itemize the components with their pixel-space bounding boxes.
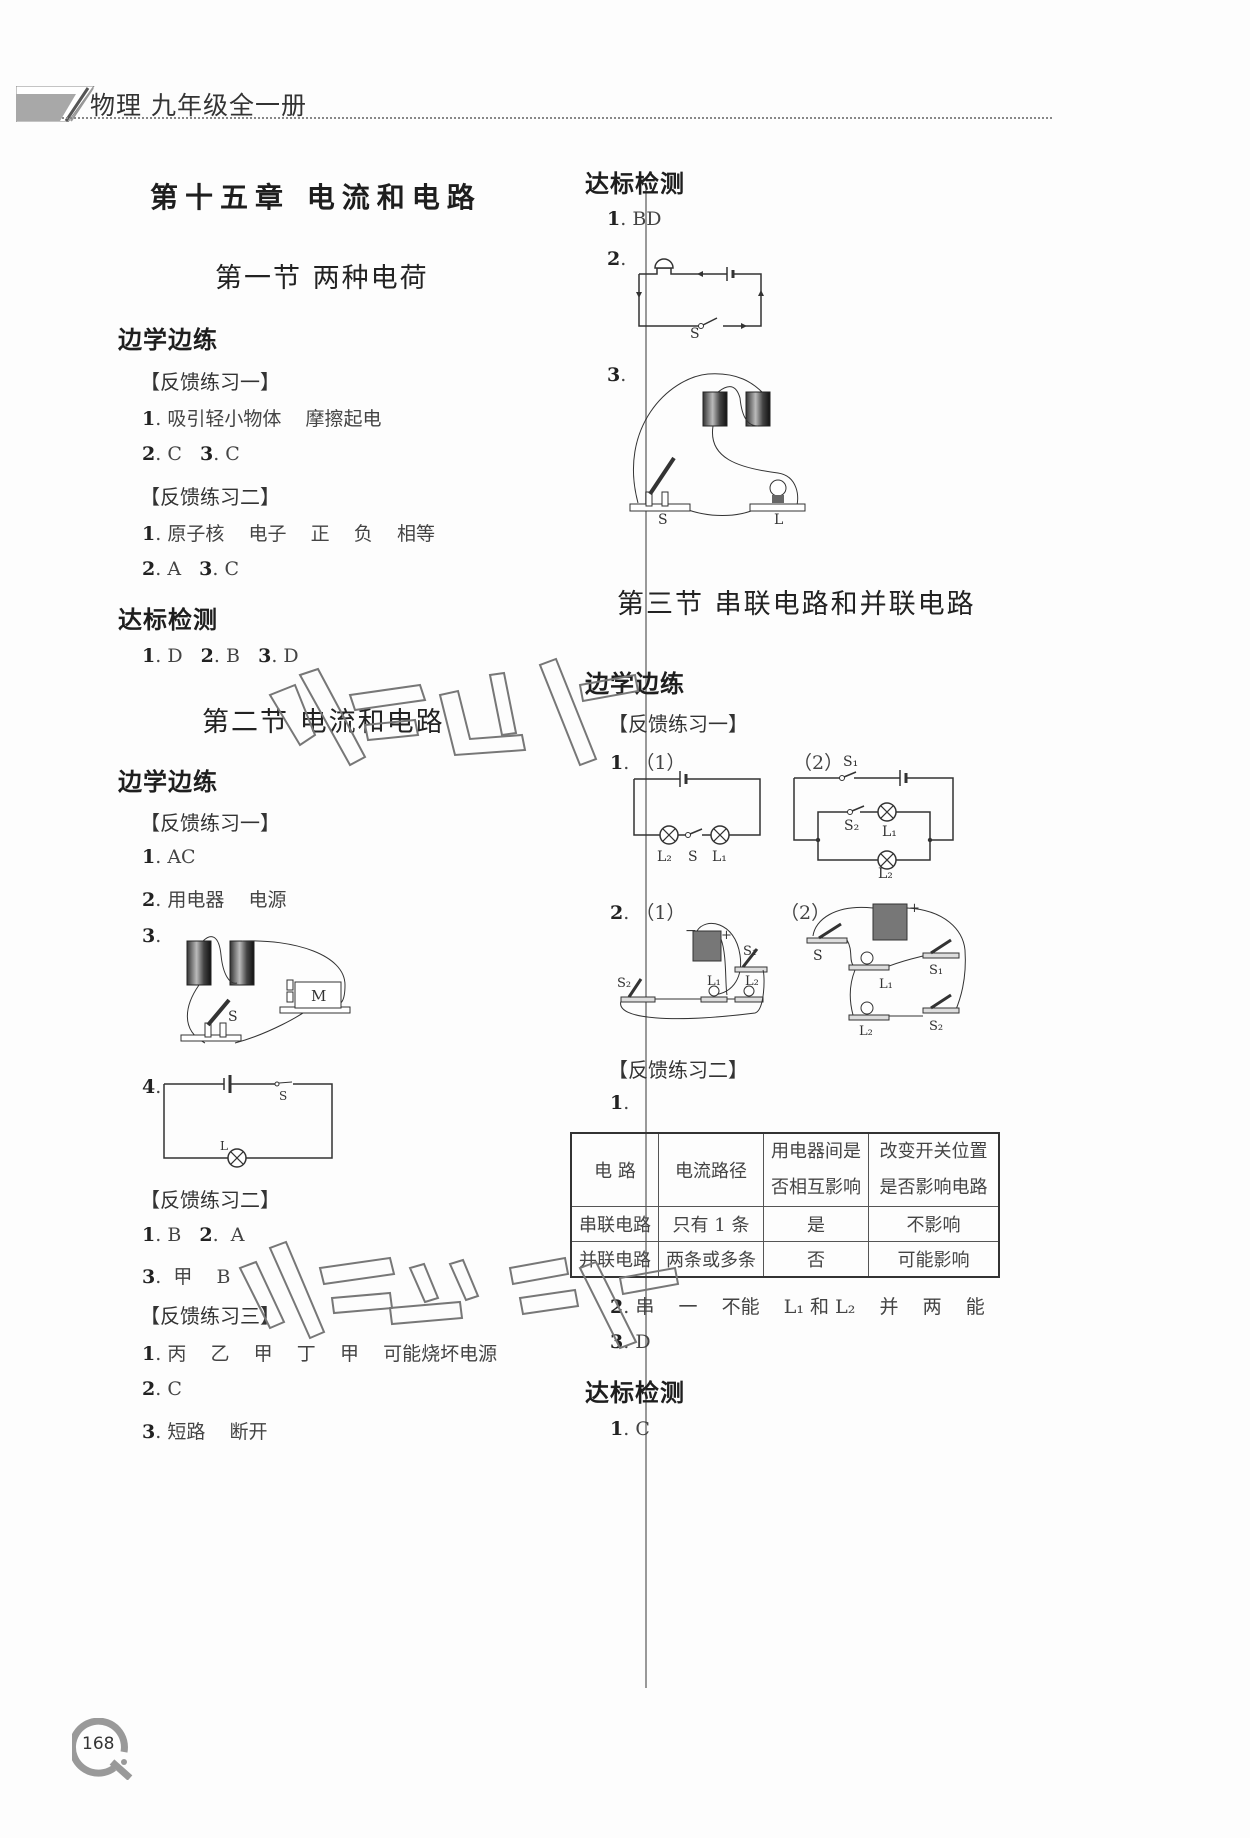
svg-text:S: S: [279, 1089, 287, 1103]
table-header-row: 电 路 电流路径 用电器间是否相互影响 改变开关位置是否影响电路: [570, 1132, 1000, 1207]
svg-text:M: M: [311, 987, 326, 1005]
svg-text:S: S: [228, 1009, 238, 1025]
table-header-cell: 用电器间是否相互影响: [763, 1132, 869, 1207]
header-title: 物理 九年级全一册: [90, 91, 307, 120]
answer-line: 1.: [610, 1092, 630, 1114]
answer-line: 3. 甲 B: [142, 1266, 231, 1288]
table-header-cell: 电 路: [570, 1132, 659, 1207]
svg-text:S₂: S₂: [844, 818, 859, 834]
physical-circuit-lamp: S L: [628, 368, 808, 528]
svg-text:L₂: L₂: [859, 1024, 873, 1039]
svg-text:+: +: [721, 928, 732, 943]
svg-text:S₂: S₂: [929, 1019, 943, 1034]
answer-line: 1. BD: [607, 208, 662, 230]
parallel-circuit-diagram: S₁ S₂ L₁ L₂: [790, 748, 960, 882]
header-rule: [62, 117, 1052, 119]
answer-line: 3.: [607, 364, 627, 386]
answer-line: 1. D 2. B 3. D: [142, 645, 299, 667]
header-emblem: [15, 85, 96, 123]
svg-text:S₁: S₁: [743, 944, 757, 959]
table-header-cell: 改变开关位置是否影响电路: [868, 1132, 1000, 1207]
svg-text:−: −: [685, 923, 697, 939]
answer-line: 1. 丙 乙 甲 丁 甲 可能烧坏电源: [142, 1343, 498, 1365]
watermark-upper: [240, 655, 640, 785]
svg-text:L₂: L₂: [878, 866, 893, 878]
answer-line: 3.: [142, 925, 162, 947]
series-circuit-diagram: L₂ S L₁: [630, 765, 770, 875]
answer-line: 2. A 3. C: [142, 558, 240, 580]
svg-text:L₂: L₂: [745, 974, 759, 989]
chapter-title: 第十五章 电流和电路: [150, 181, 482, 214]
heading-dbjc: 达标检测: [585, 1379, 685, 1407]
physical-parallel-diagram: + S L₁ S₁ L₂ S₂: [805, 900, 975, 1040]
table-cell: 不影响: [868, 1206, 1000, 1242]
answer-line: 2. 串 一 不能 L₁ 和 L₂ 并 两 能: [610, 1296, 985, 1318]
answer-line: 1. （1）: [610, 752, 686, 774]
answer-line: 1. C: [610, 1418, 650, 1440]
circuit-diagram-4: S L: [158, 1072, 338, 1168]
svg-text:L₂: L₂: [657, 849, 672, 865]
svg-text:S₂: S₂: [617, 976, 631, 991]
answer-line: 2. 用电器 电源: [142, 889, 287, 911]
sub-fk1: 【反馈练习一】: [140, 370, 280, 394]
svg-text:L: L: [220, 1139, 228, 1153]
sub-fk2: 【反馈练习二】: [608, 1058, 748, 1082]
page-number-badge: [69, 1717, 134, 1781]
section-title-2: 第二节 电流和电路: [202, 707, 445, 738]
table-cell: 可能影响: [868, 1241, 1000, 1277]
sub-fk1: 【反馈练习一】: [140, 811, 280, 835]
comparison-table: 电 路 电流路径 用电器间是否相互影响 改变开关位置是否影响电路 串联电路 只有…: [570, 1132, 1000, 1278]
sub-fk3: 【反馈练习三】: [140, 1304, 280, 1328]
answer-line: 1. B 2. A: [142, 1224, 245, 1246]
answer-line: 1. 吸引轻小物体 摩擦起电: [142, 408, 382, 430]
table-cell: 否: [763, 1241, 869, 1277]
svg-text:S: S: [688, 849, 698, 865]
answer-line: 2. C 3. C: [142, 443, 240, 465]
answer-line: 3. 短路 断开: [142, 1421, 268, 1443]
section-title-3: 第三节 串联电路和并联电路: [617, 589, 976, 620]
svg-text:L₁: L₁: [882, 824, 897, 840]
table-row: 串联电路 只有 1 条 是 不影响: [570, 1206, 1000, 1242]
answer-line: 2. （1）: [610, 902, 686, 924]
svg-text:S₁: S₁: [843, 754, 858, 770]
svg-text:S₁: S₁: [929, 963, 943, 978]
table-cell: 串联电路: [570, 1206, 659, 1242]
svg-text:L₁: L₁: [707, 974, 721, 989]
answer-line: 2. C: [142, 1378, 182, 1400]
column-divider: [645, 190, 647, 1688]
svg-text:S: S: [690, 326, 700, 342]
sub-fk1: 【反馈练习一】: [608, 712, 748, 736]
circuit-diagram-bell: S: [635, 252, 775, 344]
answer-line: 1. 原子核 电子 正 负 相等: [142, 523, 435, 545]
svg-text:S: S: [658, 512, 668, 528]
heading-bxbl: 边学边练: [118, 326, 218, 354]
answer-line: （2）: [793, 752, 844, 774]
heading-dbjc: 达标检测: [585, 170, 685, 198]
answer-line: 4.: [142, 1076, 162, 1098]
section-title-1: 第一节 两种电荷: [215, 263, 429, 294]
answer-line: 2.: [607, 248, 627, 270]
table-header-cell: 电流路径: [658, 1132, 764, 1207]
physical-circuit-diagram: S M: [175, 935, 355, 1050]
answer-line: （2）: [780, 902, 831, 924]
physical-series-diagram: − + S₁ S₂ L₁ L₂: [615, 915, 775, 1025]
answer-line: 1. AC: [142, 846, 196, 868]
table-cell: 只有 1 条: [658, 1206, 764, 1242]
page-number: 168: [82, 1734, 115, 1754]
heading-bxbl: 边学边练: [118, 768, 218, 796]
svg-text:L: L: [774, 512, 783, 528]
svg-text:L₁: L₁: [712, 849, 727, 865]
svg-text:S: S: [813, 948, 823, 964]
table-cell: 是: [763, 1206, 869, 1242]
sub-fk2: 【反馈练习二】: [140, 1188, 280, 1212]
heading-dbjc: 达标检测: [118, 606, 218, 634]
watermark-lower: [220, 1238, 680, 1358]
sub-fk2: 【反馈练习二】: [140, 485, 280, 509]
svg-text:L₁: L₁: [879, 977, 893, 992]
